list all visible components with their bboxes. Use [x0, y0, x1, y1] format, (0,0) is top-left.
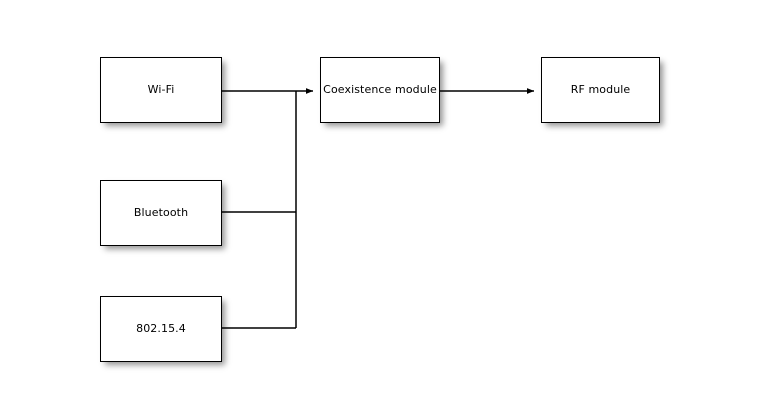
node-coexistence-module[interactable]: Coexistence module	[320, 57, 440, 123]
node-bluetooth[interactable]: Bluetooth	[100, 180, 222, 246]
node-wifi[interactable]: Wi-Fi	[100, 57, 222, 123]
node-rf-module-label: RF module	[570, 83, 631, 97]
node-rf-module[interactable]: RF module	[541, 57, 660, 123]
node-wifi-label: Wi-Fi	[147, 83, 175, 97]
node-802-15-4[interactable]: 802.15.4	[100, 296, 222, 362]
node-bluetooth-label: Bluetooth	[133, 206, 189, 220]
node-coexistence-module-label: Coexistence module	[323, 83, 437, 97]
node-802-15-4-label: 802.15.4	[136, 322, 186, 336]
